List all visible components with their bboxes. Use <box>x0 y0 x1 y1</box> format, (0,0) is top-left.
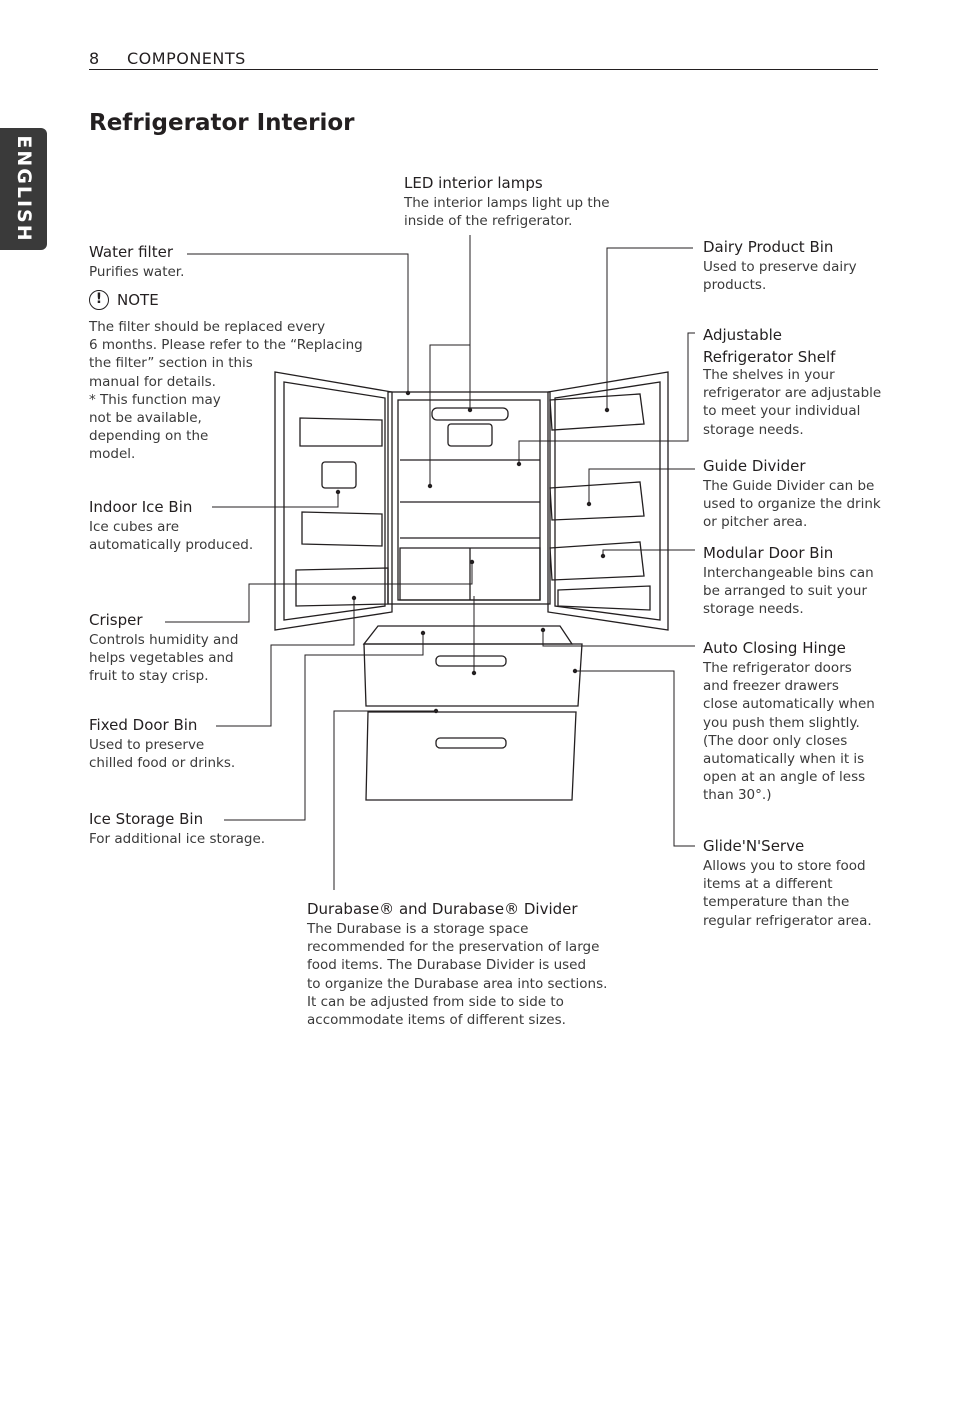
right-door-bin-modular <box>549 541 645 581</box>
label-auto-hinge-desc: The refrigerator doors and freezer drawe… <box>703 660 875 804</box>
label-glide-serve-title: Glide'N'Serve <box>703 837 805 855</box>
label-crisper-title: Crisper <box>89 611 143 629</box>
section-title: COMPONENTS <box>127 49 246 68</box>
label-adjustable-shelf-desc: The shelves in your refrigerator are adj… <box>703 367 882 438</box>
label-water-filter-title: Water filter <box>89 243 174 261</box>
label-auto-hinge-title: Auto Closing Hinge <box>703 639 846 657</box>
dairy-bin <box>549 393 645 431</box>
label-led-title: LED interior lamps <box>404 174 543 192</box>
control-panel <box>447 423 493 447</box>
leader-lines <box>165 235 695 890</box>
label-fixed-door-bin-desc: Used to preserve chilled food or drinks. <box>89 737 236 772</box>
label-indoor-ice-bin-title: Indoor Ice Bin <box>89 498 193 516</box>
freezer-handle <box>435 737 507 749</box>
glide-serve-lid <box>362 625 574 645</box>
label-dairy-bin-desc: Used to preserve dairy products. <box>703 259 857 294</box>
label-modular-bin-title: Modular Door Bin <box>703 544 834 562</box>
glide-serve-drawer <box>363 643 583 707</box>
label-ice-storage-bin-title: Ice Storage Bin <box>89 810 204 828</box>
leader-dots <box>335 390 610 714</box>
cabinet-inner <box>397 399 541 601</box>
left-door-bin-middle <box>301 511 383 547</box>
label-indoor-ice-bin-desc: Ice cubes are automatically produced. <box>89 519 254 554</box>
freezer-drawer <box>365 711 577 801</box>
label-dairy-bin-title: Dairy Product Bin <box>703 238 834 256</box>
label-guide-divider-title: Guide Divider <box>703 457 806 475</box>
label-guide-divider-desc: The Guide Divider can be used to organiz… <box>703 478 881 531</box>
left-door-inner <box>283 381 386 621</box>
language-tab: ENGLISH <box>0 128 47 250</box>
note-icon: ! <box>89 290 109 310</box>
header-divider <box>89 69 878 70</box>
label-crisper-desc: Controls humidity and helps vegetables a… <box>89 632 239 685</box>
page-number: 8 <box>89 49 100 68</box>
refrigerator-illustration <box>274 371 669 801</box>
glide-serve-handle <box>435 655 507 667</box>
right-door-inner <box>554 381 661 621</box>
label-durabase-desc: The Durabase is a storage space recommen… <box>307 921 608 1029</box>
label-ice-storage-bin-desc: For additional ice storage. <box>89 831 266 847</box>
note-desc: The filter should be replaced every 6 mo… <box>89 319 363 463</box>
right-door-bin-guide <box>549 481 645 521</box>
label-durabase-title: Durabase® and Durabase® Divider <box>307 900 578 918</box>
left-door-bin-top <box>299 417 383 447</box>
label-adjustable-shelf-title: Adjustable Refrigerator Shelf <box>703 326 836 366</box>
crisper-drawers <box>399 547 541 601</box>
right-door-bin-bottom <box>557 585 651 611</box>
left-door-bin-bottom <box>295 567 389 607</box>
label-led-desc: The interior lamps light up the inside o… <box>404 195 610 230</box>
label-glide-serve-desc: Allows you to store food items at a diff… <box>703 858 872 929</box>
right-door <box>547 371 669 631</box>
left-door <box>274 371 393 631</box>
ice-bin-housing <box>321 461 357 489</box>
note-label: NOTE <box>117 291 159 309</box>
label-modular-bin-desc: Interchangeable bins can be arranged to … <box>703 565 874 618</box>
label-water-filter-desc: Purifies water. <box>89 264 185 280</box>
label-fixed-door-bin-title: Fixed Door Bin <box>89 716 198 734</box>
page-title: Refrigerator Interior <box>89 110 355 136</box>
